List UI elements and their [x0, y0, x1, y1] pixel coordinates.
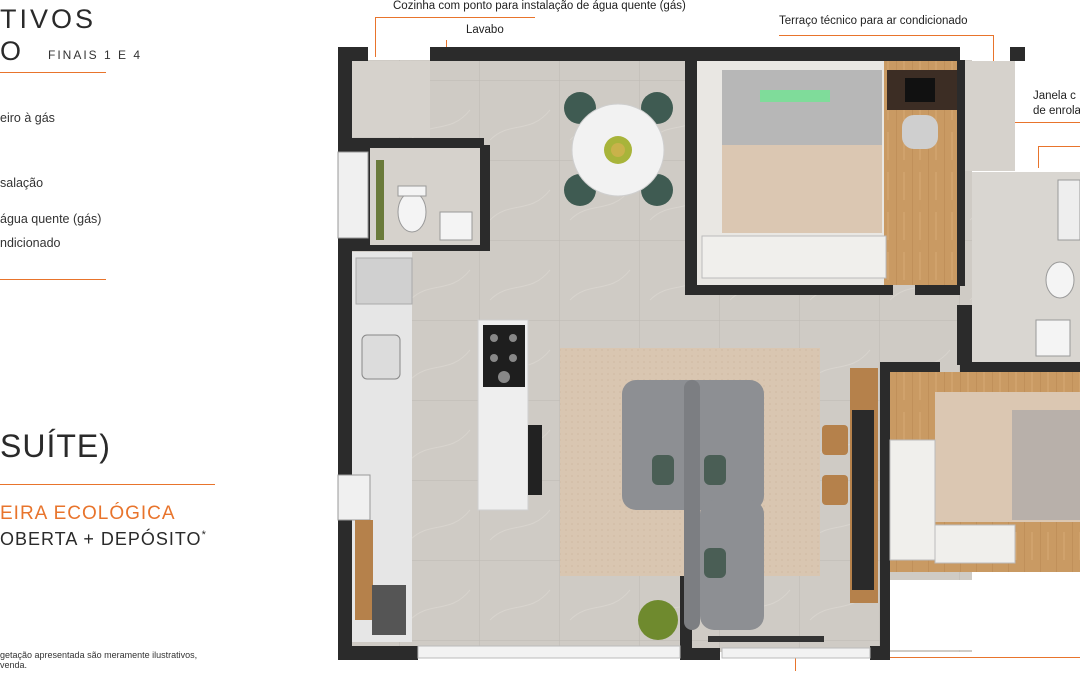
- wardrobe-2: [889, 439, 936, 561]
- wardrobe-1: [701, 235, 887, 279]
- laundry-appliance: [372, 585, 406, 635]
- divider-low: [0, 484, 215, 485]
- leader-line: [375, 17, 376, 57]
- wardrobe-3: [934, 524, 1016, 564]
- lavabo-plants: [376, 160, 384, 240]
- bedroom-2-bed-head: [1012, 410, 1080, 520]
- feature-item: salação: [0, 176, 44, 190]
- island-stools: [528, 425, 542, 495]
- desk-chair: [902, 115, 938, 149]
- title-line-1: TIVOS: [0, 4, 97, 34]
- window-bottom-mid: [721, 647, 871, 659]
- callout-terraco: Terraço técnico para ar condicionado: [779, 15, 968, 27]
- sofa-cushions: [652, 455, 726, 578]
- outside-area: [890, 580, 1080, 650]
- leader-line: [795, 657, 1080, 658]
- window-left: [337, 151, 369, 239]
- divider-mid: [0, 279, 106, 280]
- callout-janela-2: de enrola: [1033, 105, 1080, 117]
- disclaimer-line: getação apresentada são meramente ilustr…: [0, 650, 198, 660]
- leader-line: [993, 35, 994, 85]
- leader-line: [1038, 146, 1039, 168]
- title-line-2: O: [0, 36, 25, 66]
- bathroom-toilet: [1045, 261, 1075, 299]
- window-left-2: [337, 474, 371, 521]
- bathroom-sink: [1035, 319, 1071, 357]
- feature-item: eiro à gás: [0, 111, 55, 125]
- dining-set: [564, 92, 673, 206]
- feature-item: água quente (gás): [0, 212, 102, 226]
- window-bottom-left: [417, 645, 681, 659]
- bedroom-1-bed-head: [722, 70, 882, 150]
- terrace-small: [352, 61, 430, 137]
- asterisk: *: [201, 529, 207, 541]
- callout-cozinha: Cozinha com ponto para instalação de águ…: [393, 0, 686, 12]
- lavabo-sink: [439, 211, 473, 241]
- window-bottom: [708, 636, 824, 642]
- bedroom-1-bed: [722, 145, 882, 233]
- bedroom-1-pillow: [760, 90, 830, 102]
- shelf-wood: [355, 520, 373, 620]
- highlight-dark: OBERTA + DEPÓSITO*: [0, 529, 207, 550]
- laptop: [905, 78, 935, 102]
- disclaimer-line: venda.: [0, 660, 28, 670]
- sofa: [622, 380, 764, 630]
- stool: [822, 475, 848, 505]
- leader-line: [970, 122, 1080, 123]
- highlight-orange: EIRA ECOLÓGICA: [0, 503, 176, 524]
- callout-lavabo: Lavabo: [466, 24, 504, 36]
- kitchen-sink: [361, 334, 401, 380]
- tv: [852, 410, 874, 590]
- leader-line: [795, 657, 796, 671]
- lavabo-toilet: [397, 191, 427, 233]
- potted-plant: [638, 600, 678, 640]
- stool: [822, 425, 848, 455]
- divider-top: [0, 72, 106, 73]
- feature-item: ndicionado: [0, 236, 61, 250]
- leader-line: [1038, 146, 1080, 147]
- shower: [1057, 179, 1080, 241]
- terrace-ac: [965, 61, 1015, 171]
- fridge: [355, 257, 413, 305]
- highlight-dark-text: OBERTA + DEPÓSITO: [0, 529, 202, 549]
- leader-line: [375, 17, 535, 18]
- leader-line: [779, 35, 994, 36]
- callout-janela-1: Janela c: [1033, 90, 1076, 102]
- plan-type: SUÍTE): [0, 428, 111, 464]
- disclaimer: getação apresentada são meramente ilustr…: [0, 650, 197, 670]
- finais-label: FINAIS 1 E 4: [48, 48, 143, 62]
